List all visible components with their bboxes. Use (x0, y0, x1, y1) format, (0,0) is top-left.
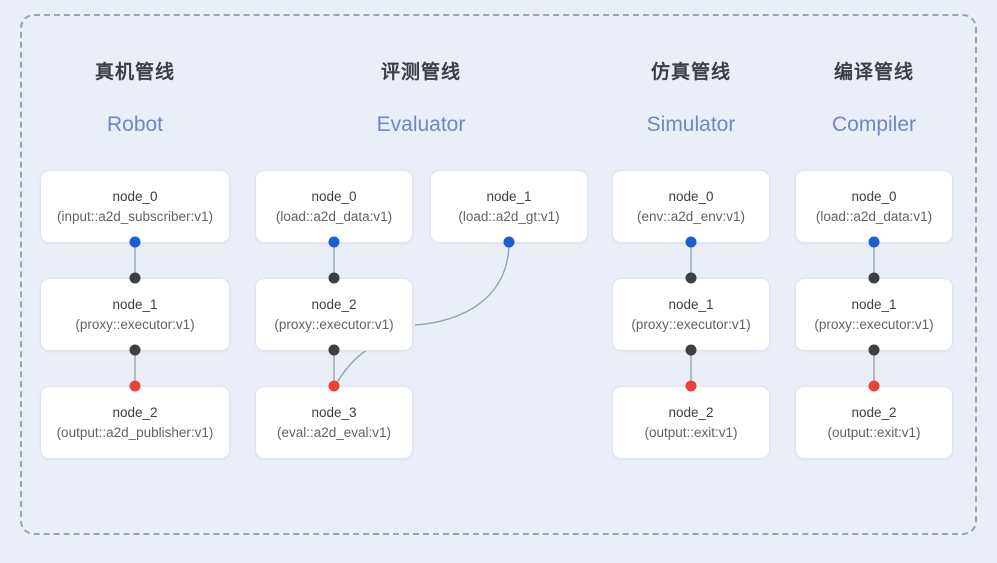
node-simulator-0[interactable]: node_0 (env::a2d_env:v1) (612, 170, 770, 243)
node-kind: (proxy::executor:v1) (631, 317, 751, 332)
node-id: node_2 (311, 297, 357, 312)
node-robot-0[interactable]: node_0 (input::a2d_subscriber:v1) (40, 170, 230, 243)
node-id: node_0 (851, 189, 897, 204)
node-id: node_1 (851, 297, 897, 312)
node-kind: (env::a2d_env:v1) (636, 209, 746, 224)
node-kind: (output::exit:v1) (644, 425, 738, 440)
node-compiler-2[interactable]: node_2 (output::exit:v1) (795, 386, 953, 459)
node-kind: (input::a2d_subscriber:v1) (56, 209, 214, 224)
node-kind: (eval::a2d_eval:v1) (276, 425, 392, 440)
port-input-simulator-node2[interactable] (685, 380, 697, 392)
node-robot-1[interactable]: node_1 (proxy::executor:v1) (40, 278, 230, 351)
port-output-robot-node0[interactable] (129, 236, 141, 248)
port-input-evaluator-node3[interactable] (328, 380, 340, 392)
node-kind: (proxy::executor:v1) (274, 317, 394, 332)
node-kind: (output::a2d_publisher:v1) (56, 425, 214, 440)
port-output-evaluator-node0[interactable] (328, 236, 340, 248)
node-robot-2[interactable]: node_2 (output::a2d_publisher:v1) (40, 386, 230, 459)
port-input-simulator-node1[interactable] (685, 272, 697, 284)
node-id: node_2 (668, 405, 714, 420)
node-kind: (load::a2d_gt:v1) (458, 209, 560, 224)
node-evaluator-1[interactable]: node_1 (load::a2d_gt:v1) (430, 170, 588, 243)
node-kind: (load::a2d_data:v1) (275, 209, 393, 224)
node-evaluator-2[interactable]: node_2 (proxy::executor:v1) (255, 278, 413, 351)
node-kind: (output::exit:v1) (827, 425, 921, 440)
node-id: node_0 (311, 189, 357, 204)
port-input-robot-node2[interactable] (129, 380, 141, 392)
node-id: node_1 (486, 189, 532, 204)
port-input-robot-node1[interactable] (129, 272, 141, 284)
dashed-container-frame (20, 14, 977, 535)
node-id: node_1 (112, 297, 158, 312)
node-kind: (load::a2d_data:v1) (815, 209, 933, 224)
node-evaluator-3[interactable]: node_3 (eval::a2d_eval:v1) (255, 386, 413, 459)
node-id: node_0 (112, 189, 158, 204)
port-input-evaluator-node2[interactable] (328, 272, 340, 284)
port-output-evaluator-node1[interactable] (503, 236, 515, 248)
port-input-compiler-node1[interactable] (868, 272, 880, 284)
node-kind: (proxy::executor:v1) (814, 317, 934, 332)
node-simulator-1[interactable]: node_1 (proxy::executor:v1) (612, 278, 770, 351)
port-output-compiler-node1[interactable] (868, 344, 880, 356)
node-id: node_2 (851, 405, 897, 420)
node-simulator-2[interactable]: node_2 (output::exit:v1) (612, 386, 770, 459)
port-output-simulator-node0[interactable] (685, 236, 697, 248)
node-id: node_1 (668, 297, 714, 312)
node-compiler-1[interactable]: node_1 (proxy::executor:v1) (795, 278, 953, 351)
port-output-compiler-node0[interactable] (868, 236, 880, 248)
port-output-simulator-node1[interactable] (685, 344, 697, 356)
port-output-evaluator-node2[interactable] (328, 344, 340, 356)
node-id: node_2 (112, 405, 158, 420)
node-evaluator-0[interactable]: node_0 (load::a2d_data:v1) (255, 170, 413, 243)
node-compiler-0[interactable]: node_0 (load::a2d_data:v1) (795, 170, 953, 243)
node-kind: (proxy::executor:v1) (75, 317, 195, 332)
port-output-robot-node1[interactable] (129, 344, 141, 356)
node-id: node_0 (668, 189, 714, 204)
node-id: node_3 (311, 405, 357, 420)
port-input-compiler-node2[interactable] (868, 380, 880, 392)
